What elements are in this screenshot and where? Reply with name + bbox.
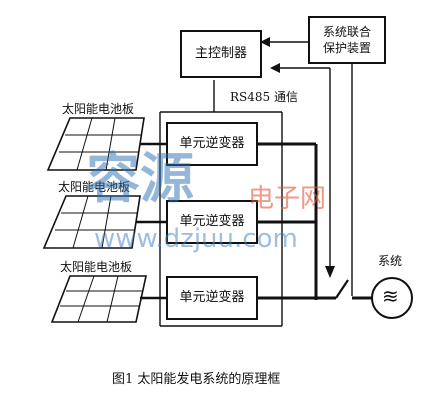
inverter-2: 单元逆变器 (166, 200, 258, 244)
main-controller-box: 主控制器 (180, 30, 262, 78)
system-protection-device-label: 系统联合 保护装置 (322, 24, 371, 55)
solar-panel-2-label: 太阳能电池板 (58, 180, 131, 194)
inverter-3-label: 单元逆变器 (179, 290, 245, 306)
main-controller-label: 主控制器 (194, 46, 247, 62)
solar-panel-3 (50, 275, 147, 323)
grid-switch (335, 279, 349, 299)
solar-panel-2 (42, 195, 141, 249)
inverter-3: 单元逆变器 (166, 276, 258, 320)
inverter-1: 单元逆变器 (166, 122, 258, 166)
grid-label: 系统 (378, 254, 403, 268)
figure-caption: 图1 太阳能发电系统的原理框 (112, 372, 281, 387)
solar-panel-3-label: 太阳能电池板 (60, 260, 133, 274)
solar-panel-1 (46, 117, 145, 171)
inverter-1-label: 单元逆变器 (179, 136, 245, 152)
grid-symbol: ≋ (382, 284, 399, 308)
grid-source-icon (371, 277, 413, 319)
solar-panel-1-label: 太阳能电池板 (62, 102, 135, 116)
rs485-label: RS485 通信 (230, 90, 298, 104)
inverter-2-label: 单元逆变器 (179, 214, 245, 230)
system-protection-device-box: 系统联合 保护装置 (308, 16, 386, 64)
